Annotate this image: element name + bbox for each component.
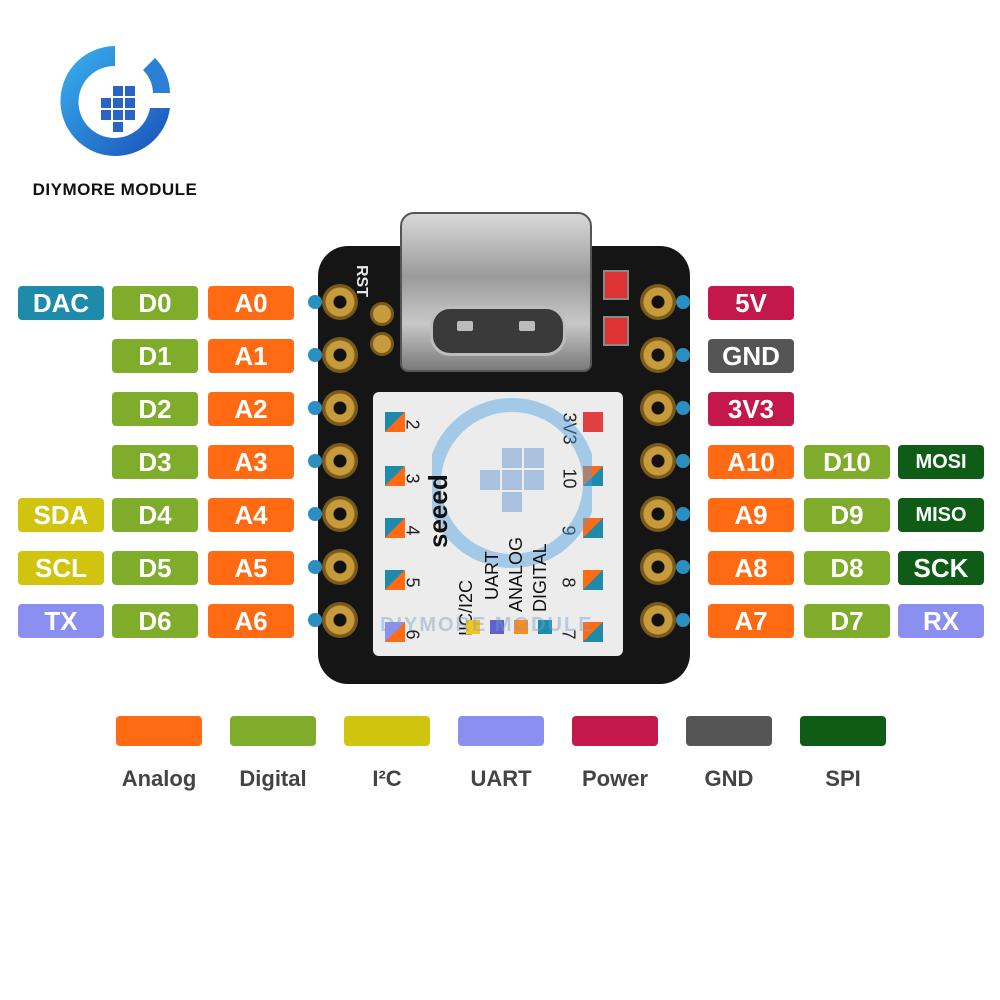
pin-pad (640, 602, 676, 638)
legend-swatch-i2c (344, 716, 430, 746)
pin-label-digital: D9 (804, 498, 890, 532)
usb-c-connector (400, 212, 592, 372)
board-legend-digital: DIGITAL (530, 543, 551, 612)
pin-indicator (676, 560, 690, 574)
pin-pad (322, 337, 358, 373)
pin-label-analog: A0 (208, 286, 294, 320)
pin-indicator (308, 560, 322, 574)
legend-label-digital: Digital (213, 766, 333, 792)
pin-indicator (676, 454, 690, 468)
pin-label-i2c: SCL (18, 551, 104, 585)
led (603, 270, 629, 300)
pin-label-i2c: SDA (18, 498, 104, 532)
pin-pad (640, 390, 676, 426)
pin-label-digital: D2 (112, 392, 198, 426)
pin-pad (640, 337, 676, 373)
reset-pad (370, 332, 394, 356)
pin-label-digital: D1 (112, 339, 198, 373)
pin-indicator (308, 613, 322, 627)
pin-label-digital: D3 (112, 445, 198, 479)
legend-label-power: Power (555, 766, 675, 792)
reset-pad (370, 302, 394, 326)
pin-label-analog: A8 (708, 551, 794, 585)
pin-indicator (308, 348, 322, 362)
pin-label-digital: D4 (112, 498, 198, 532)
board-legend-uart: UART (482, 551, 503, 600)
watermark-text: DIYMORE MODULE (380, 614, 594, 637)
pin-pad (322, 496, 358, 532)
pin-indicator (308, 507, 322, 521)
pin-indicator (676, 613, 690, 627)
pin-label-gnd: GND (708, 339, 794, 373)
pin-label-spi: SCK (898, 551, 984, 585)
pin-indicator (308, 401, 322, 415)
pin-pad (640, 443, 676, 479)
pin-label-digital: D6 (112, 604, 198, 638)
pin-indicator (676, 348, 690, 362)
pin-indicator (676, 401, 690, 415)
legend-label-gnd: GND (669, 766, 789, 792)
board-legend-analog: ANALOG (506, 537, 527, 612)
pin-pad (640, 496, 676, 532)
pin-label-digital: D7 (804, 604, 890, 638)
pin-number: 2 (402, 419, 423, 429)
pin-pad (322, 602, 358, 638)
pin-label-analog: A10 (708, 445, 794, 479)
pin-label-analog: A4 (208, 498, 294, 532)
pin-indicator (676, 295, 690, 309)
led (603, 316, 629, 346)
pin-label-analog: A5 (208, 551, 294, 585)
pin-label-power: 5V (708, 286, 794, 320)
pin-number: 3 (402, 473, 423, 483)
legend-swatch-analog (116, 716, 202, 746)
legend-swatch-gnd (686, 716, 772, 746)
pin-label-dac: DAC (18, 286, 104, 320)
pin-label-digital: D0 (112, 286, 198, 320)
pin-label-analog: A6 (208, 604, 294, 638)
pin-label-digital: D10 (804, 445, 890, 479)
pin-label-power: 3V3 (708, 392, 794, 426)
pin-label-spi: MOSI (898, 445, 984, 479)
pin-label-analog: A1 (208, 339, 294, 373)
legend-label-uart: UART (441, 766, 561, 792)
legend-label-spi: SPI (783, 766, 903, 792)
pin-pad (640, 549, 676, 585)
brand-name: DIYMORE MODULE (20, 180, 210, 200)
pin-label-analog: A7 (708, 604, 794, 638)
pin-label-digital: D5 (112, 551, 198, 585)
legend-label-i2c: I²C (327, 766, 447, 792)
pin-label-analog: A3 (208, 445, 294, 479)
legend-swatch-uart (458, 716, 544, 746)
legend-label-analog: Analog (99, 766, 219, 792)
legend-swatch-spi (800, 716, 886, 746)
pin-number: 4 (402, 525, 423, 535)
pin-indicator (308, 295, 322, 309)
pin-pad (322, 549, 358, 585)
pin-pad (640, 284, 676, 320)
pin-indicator (676, 507, 690, 521)
pin-pad (322, 390, 358, 426)
legend-swatch-digital (230, 716, 316, 746)
pin-label-uart: TX (18, 604, 104, 638)
pin-label-analog: A9 (708, 498, 794, 532)
legend-swatch-power (572, 716, 658, 746)
pin-label-uart: RX (898, 604, 984, 638)
pin-pad (322, 443, 358, 479)
pin-label-spi: MISO (898, 498, 984, 532)
pin-pad (322, 284, 358, 320)
pin-number: 5 (402, 577, 423, 587)
seeed-brand: seeed (423, 474, 454, 548)
brand-logo (55, 38, 175, 168)
pin-indicator (308, 454, 322, 468)
pin-label-analog: A2 (208, 392, 294, 426)
pin-label-digital: D8 (804, 551, 890, 585)
